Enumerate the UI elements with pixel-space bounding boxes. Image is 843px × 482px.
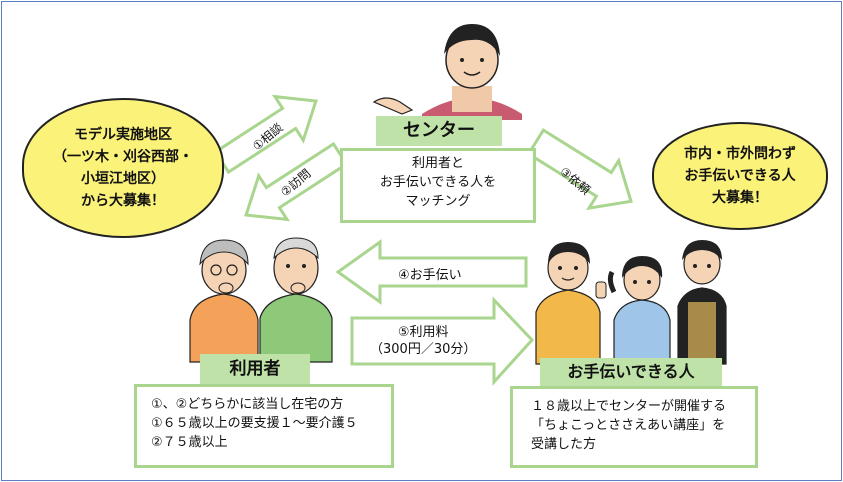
helper-apron-woman-illustration <box>677 240 727 365</box>
left-recruit-bubble: モデル実施地区 （一ツ木・刈谷西部・ 小垣江地区） から大募集！ <box>22 98 224 238</box>
fee-arrow-label-line2: （300円／30分） <box>370 342 477 357</box>
user-condition-line: ②７５歳以上 <box>151 435 228 450</box>
user-conditions-box: ①、②どちらかに該当し在宅の方 ①６５歳以上の要支援１～要介護５ ②７５歳以上 <box>134 384 394 468</box>
center-label: センター <box>376 116 502 146</box>
consult-arrow <box>213 94 318 175</box>
help-arrow <box>335 239 528 305</box>
right-bubble-line: 大募集！ <box>712 190 768 206</box>
center-description-line: 利用者と <box>411 156 464 171</box>
left-bubble-line: モデル実施地区 <box>74 127 172 143</box>
help-arrow-label: ④お手伝い <box>398 268 462 283</box>
request-arrow <box>526 128 633 211</box>
center-staff-illustration <box>372 24 522 120</box>
elderly-woman-illustration <box>189 239 259 363</box>
user-condition-line: ①、②どちらかに該当し在宅の方 <box>151 397 344 412</box>
helper-label: お手伝いできる人 <box>540 358 722 386</box>
center-description-box: 利用者と お手伝いできる人を マッチング <box>340 148 536 223</box>
fee-arrow <box>350 296 535 386</box>
user-condition-line: ①６５歳以上の要支援１～要介護５ <box>151 416 358 431</box>
fee-arrow-label-line1: ⑤利用料 <box>397 325 449 340</box>
center-description-line: マッチング <box>405 194 471 209</box>
left-bubble-line: （一ツ木・刈谷西部・ <box>53 149 193 165</box>
helper-woman-illustration <box>607 256 671 365</box>
left-bubble-line: 小垣江地区） <box>81 171 165 187</box>
center-description-line: お手伝いできる人を <box>379 175 497 190</box>
left-bubble-line: から大募集！ <box>81 193 165 209</box>
right-bubble-line: 市内・市外問わず <box>684 146 796 162</box>
elderly-man-illustration <box>259 237 333 363</box>
helper-conditions-box: １８歳以上でセンターが開催する 「ちょこっとささえあい講座」を 受講した方 <box>510 386 758 468</box>
helper-condition-line: 「ちょこっとささえあい講座」を <box>531 418 726 433</box>
helper-condition-line: １８歳以上でセンターが開催する <box>531 399 727 414</box>
helper-condition-line: 受講した方 <box>531 437 597 452</box>
visit-arrow <box>244 141 349 222</box>
right-recruit-bubble: 市内・市外問わず お手伝いできる人 大募集！ <box>652 122 828 230</box>
helper-man-illustration <box>535 242 607 365</box>
user-label: 利用者 <box>200 354 310 384</box>
right-bubble-line: お手伝いできる人 <box>684 168 796 184</box>
fee-arrow-label: ⑤利用料 （300円／30分） <box>370 324 476 358</box>
